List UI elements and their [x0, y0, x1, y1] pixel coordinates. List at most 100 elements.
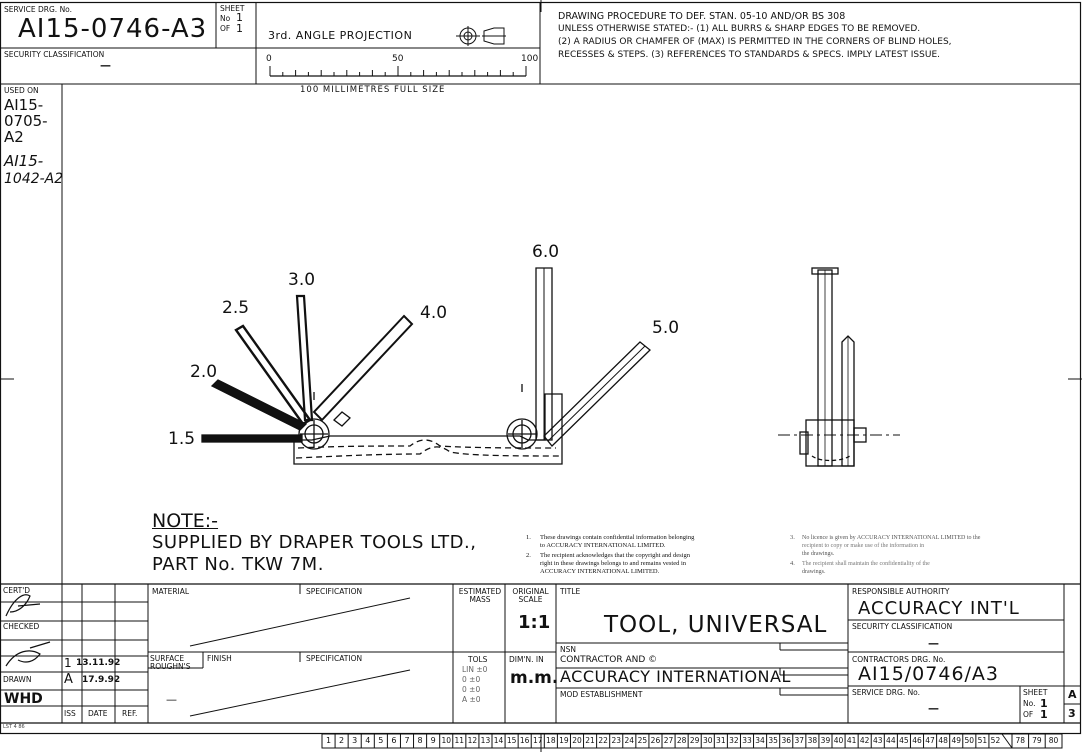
legal-text: drawings.	[802, 569, 826, 575]
service-drg-label: SERVICE DRG. No.	[4, 5, 73, 14]
scale-tick-100: 100	[521, 54, 539, 64]
sheet-no-value: 1	[236, 11, 243, 24]
zone-number: 10	[441, 736, 451, 745]
zone-number: 9	[430, 736, 436, 745]
key-4.0	[312, 314, 414, 422]
zone-number: 50	[964, 736, 975, 745]
zone-number: 30	[702, 736, 713, 745]
legal-text: recipient to copy or make use of the inf…	[802, 543, 925, 549]
legal-text: These drawings contain confidential info…	[540, 534, 695, 541]
procedure-line-2: UNLESS OTHERWISE STATED:- (1) ALL BURRS …	[558, 24, 921, 34]
zone-number: 34	[755, 736, 765, 745]
tols-value: 0 ±0	[462, 685, 481, 694]
zone-number: 18	[546, 736, 556, 745]
zone-number: 25	[637, 736, 648, 745]
revision-number: 1	[64, 656, 72, 670]
stock-ref: LST 4 86	[3, 724, 25, 730]
note-title: NOTE:-	[152, 510, 219, 532]
zone-number: 39	[820, 736, 831, 745]
zone-number: 11	[454, 736, 465, 745]
zone-number: 44	[886, 736, 896, 745]
key-2.0	[210, 379, 308, 431]
used-on-item: 1042-A2	[4, 171, 64, 187]
zone-number: 43	[872, 736, 883, 745]
key-6.0	[535, 267, 553, 441]
sheet-no-label: No	[220, 14, 231, 23]
scale-tick-50: 50	[392, 54, 404, 64]
zone-number: 22	[598, 736, 608, 745]
drawn-label: DRAWN	[3, 675, 32, 684]
zone-number: 35	[768, 736, 778, 745]
key-size-label: 4.0	[420, 303, 448, 323]
zone-number: 40	[833, 736, 844, 745]
revision-issue: A	[64, 672, 73, 687]
revision-date: 17.9.92	[82, 675, 121, 685]
ref-label: REF.	[122, 709, 138, 718]
legal-text: the drawings.	[802, 551, 835, 557]
zone-number: 23	[611, 736, 621, 745]
material-label: MATERIAL	[152, 587, 190, 596]
zone-number: 28	[676, 736, 687, 745]
zone-number: 80	[1048, 736, 1059, 745]
specification-label: SPECIFICATION	[306, 654, 363, 663]
tols-value: A ±0	[462, 695, 481, 704]
key-3.0	[295, 294, 314, 422]
legal-num: 4.	[790, 560, 795, 567]
legal-num: 2.	[526, 552, 531, 559]
zone-number: 42	[859, 736, 870, 745]
drawing-title: TOOL, UNIVERSAL	[604, 612, 828, 638]
zone-number: 45	[899, 736, 909, 745]
estimated-mass-label: ESTIMATED MASS	[458, 587, 502, 605]
zone-number: 38	[807, 736, 818, 745]
iss-label: ISS	[64, 709, 76, 718]
key-size-label: 3.0	[288, 270, 316, 290]
zone-number: 8	[417, 736, 423, 745]
specification-label: SPECIFICATION	[306, 587, 363, 596]
tols-value: LIN ±0	[462, 665, 488, 674]
note-line-1: SUPPLIED BY DRAPER TOOLS LTD.,	[152, 532, 477, 553]
procedure-line-1: DRAWING PROCEDURE TO DEF. STAN. 05-10 AN…	[558, 11, 846, 22]
sheet-no-value: 1	[1040, 697, 1048, 710]
zone-number: 1	[325, 736, 332, 745]
procedure-line-4: RECESSES & STEPS. (3) REFERENCES TO STAN…	[558, 50, 940, 60]
zone-number: 15	[506, 736, 517, 745]
zone-number: 47	[925, 736, 935, 745]
zone-number: 27	[663, 736, 674, 745]
security-classification-label: SECURITY CLASSIFICATION	[852, 622, 953, 631]
zone-number: 12	[467, 736, 478, 745]
scale-tick-0: 0	[266, 54, 272, 64]
legal-text: The recipient acknowledges that the copy…	[540, 552, 690, 559]
responsible-authority-label: RESPONSIBLE AUTHORITY	[852, 587, 950, 596]
legal-text: ACCURACY INTERNATIONAL LIMITED.	[540, 568, 660, 575]
key-size-label: 1.5	[168, 429, 196, 449]
checked-label: CHECKED	[3, 622, 40, 631]
sheet-no-label: No.	[1023, 699, 1036, 708]
sheet-of-label: OF	[1023, 710, 1034, 719]
zone-number: 36	[781, 736, 791, 745]
zone-break	[1001, 733, 1013, 749]
contractors-drg-label: CONTRACTORS DRG. No.	[852, 655, 946, 664]
zone-number: 19	[559, 736, 569, 745]
zone-number: 21	[585, 736, 595, 745]
service-drg-label: SERVICE DRG. No.	[852, 688, 921, 697]
zone-number: 7	[404, 736, 410, 745]
zone-number: 29	[689, 736, 700, 745]
zone-number: 6	[391, 736, 397, 745]
nsn-label: NSN	[560, 645, 576, 654]
note-line-2: PART No. TKW 7M.	[152, 554, 324, 575]
used-on-item: AI15-	[4, 96, 44, 114]
dimn-value: m.m.	[510, 668, 559, 688]
original-scale-label: ORIGINAL SCALE	[512, 587, 549, 605]
sheet-label: SHEET	[220, 4, 245, 13]
security-classification-value: —	[928, 637, 939, 650]
legal-text: The recipient shall maintain the confide…	[802, 561, 930, 567]
responsible-authority-value: ACCURACY INT'L	[858, 598, 1020, 619]
service-drg-value: —	[928, 702, 939, 715]
zone-number: 79	[1032, 736, 1042, 745]
used-on-label: USED ON	[4, 86, 39, 95]
security-classification-value: —	[100, 59, 111, 72]
contractors-drg-number: AI15/0746/A3	[858, 663, 1000, 685]
security-classification-label: SECURITY CLASSIFICATION	[4, 50, 105, 59]
